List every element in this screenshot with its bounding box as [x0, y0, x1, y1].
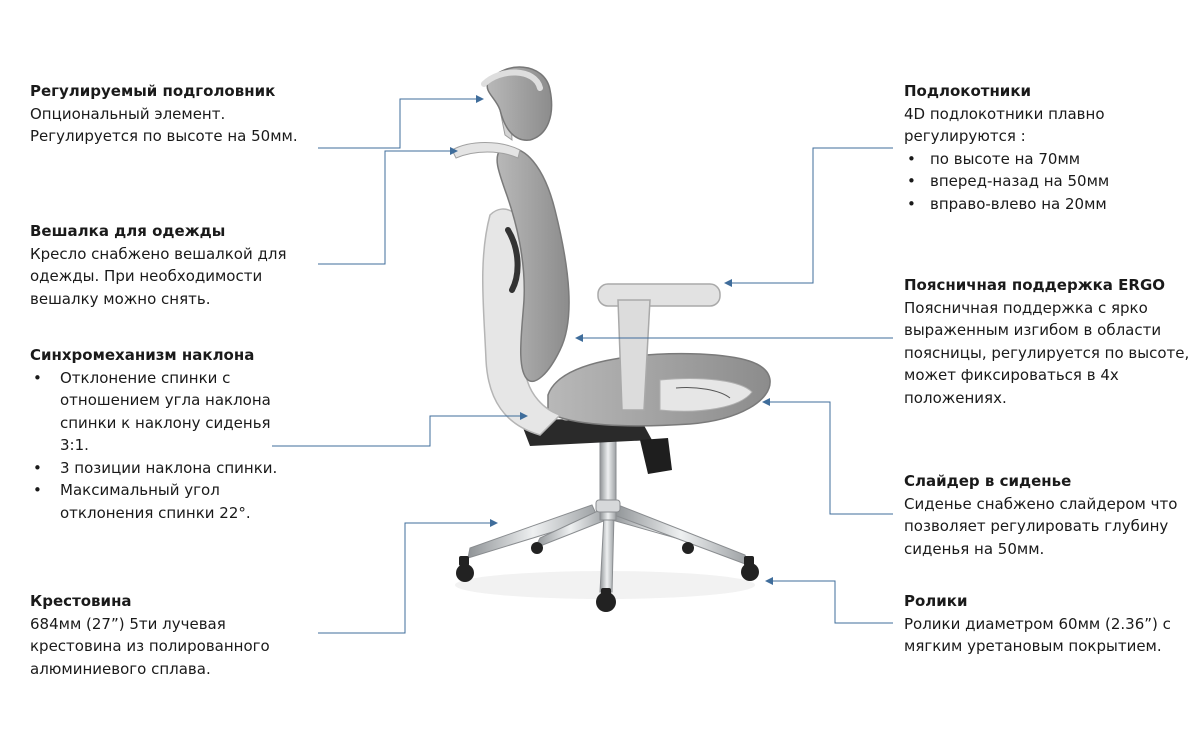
base-line: алюминиевого сплава. — [30, 659, 211, 678]
lumbar-line: положениях. — [904, 388, 1007, 407]
sync-callout: Синхромеханизм наклона Отклонение спинки… — [30, 344, 277, 524]
arrow-headrest — [476, 95, 484, 103]
arrow-base — [490, 519, 498, 527]
lumbar-callout: Поясничная поддержка ERGO Поясничная под… — [904, 274, 1189, 409]
sync-bullet-line: 3 позиции наклона спинки. — [60, 458, 278, 477]
leader-armrests — [732, 147, 893, 284]
hanger-title: Вешалка для одежды — [30, 222, 226, 240]
headrest-line: Регулируется по высоте на 50мм. — [30, 127, 298, 145]
sync-bullet: Максимальный угол отклонения спинки 22°. — [30, 479, 277, 524]
slider-title: Слайдер в сиденье — [904, 472, 1072, 490]
sync-bullet-line: Максимальный угол — [60, 481, 220, 499]
hanger-callout: Вешалка для одежды Кресло снабжено вешал… — [30, 220, 286, 310]
armrests-bullet: вперед-назад на 50мм — [904, 170, 1109, 193]
lumbar-line: может фиксироваться в 4х — [904, 366, 1119, 384]
backrest — [481, 147, 570, 436]
chair-illustration — [451, 66, 771, 612]
armrests-bullet: вправо-влево на 20мм — [904, 193, 1109, 216]
headrest — [481, 66, 553, 142]
hanger-line: одежды. При необходимости — [30, 267, 263, 285]
hanger-line: Кресло снабжено вешалкой для — [30, 244, 287, 263]
leader-slider — [770, 401, 893, 515]
leader-headrest — [318, 98, 476, 149]
headrest-callout: Регулируемый подголовник Опциональный эл… — [30, 80, 298, 148]
casters — [456, 542, 759, 612]
arrow-slider — [762, 398, 770, 406]
base-title: Крестовина — [30, 592, 132, 610]
arrow-armrests — [724, 279, 732, 287]
sync-bullet-line: отклонения спинки 22°. — [60, 503, 251, 522]
seat — [547, 352, 771, 427]
sync-bullet-line: спинки к наклону сиденья — [60, 413, 271, 432]
arrow-hanger — [450, 147, 458, 155]
slider-line: позволяет регулировать глубину — [904, 517, 1169, 535]
leader-hanger — [318, 150, 450, 265]
armrests-bullet-list: по высоте на 70мм вперед-назад на 50мм в… — [904, 148, 1109, 216]
sync-bullet-list: Отклонение спинки с отношением угла накл… — [30, 367, 277, 525]
base-line: крестовина из полированного — [30, 637, 270, 655]
base-callout: Крестовина 684мм (27”) 5ти лучевая крест… — [30, 590, 270, 680]
headrest-line: Опциональный элемент. — [30, 104, 226, 123]
leader-lines — [272, 98, 893, 634]
arrow-sync — [520, 412, 528, 420]
lumbar-line: выраженным изгибом в области — [904, 321, 1162, 339]
base-line: 684мм (27”) 5ти лучевая — [30, 614, 226, 633]
armrests-bullet: по высоте на 70мм — [904, 148, 1109, 171]
lumbar-line: Поясничная поддержка с ярко — [904, 298, 1148, 317]
armrests-callout: Подлокотники 4D подлокотники плавно регу… — [904, 80, 1109, 215]
sync-bullet-line: Отклонение спинки с — [60, 368, 231, 387]
sync-bullet-line: отношением угла наклона — [60, 391, 271, 409]
arrow-lumbar — [575, 334, 583, 342]
sync-title: Синхромеханизм наклона — [30, 346, 255, 364]
sync-bullet: Отклонение спинки с отношением угла накл… — [30, 367, 277, 457]
casters-title: Ролики — [904, 592, 968, 610]
headrest-title: Регулируемый подголовник — [30, 82, 276, 100]
lumbar-line: поясницы, регулируется по высоте, — [904, 343, 1190, 362]
hanger-line: вешалку можно снять. — [30, 289, 211, 308]
armrests-title: Подлокотники — [904, 82, 1032, 100]
armrests-line: 4D подлокотники плавно — [904, 104, 1105, 123]
slider-line: сиденья на 50мм. — [904, 539, 1045, 558]
sync-bullet: 3 позиции наклона спинки. — [30, 457, 277, 480]
sync-bullet-line: 3:1. — [60, 436, 89, 454]
slider-callout: Слайдер в сиденье Сиденье снабжено слайд… — [904, 470, 1177, 560]
leader-arrowheads — [450, 95, 773, 585]
leader-casters — [773, 580, 893, 624]
casters-callout: Ролики Ролики диаметром 60мм (2.36”) с м… — [904, 590, 1171, 658]
slider-line: Сиденье снабжено слайдером что — [904, 494, 1178, 513]
armrest — [597, 283, 721, 411]
leader-sync — [272, 415, 520, 447]
leader-base — [318, 522, 490, 634]
coat-hanger — [451, 142, 521, 159]
lumbar-title: Поясничная поддержка ERGO — [904, 276, 1166, 294]
casters-line: Ролики диаметром 60мм (2.36”) с — [904, 614, 1171, 633]
casters-line: мягким уретановым покрытием. — [904, 637, 1162, 655]
arrow-casters — [765, 577, 773, 585]
armrests-line: регулируются : — [904, 127, 1026, 145]
